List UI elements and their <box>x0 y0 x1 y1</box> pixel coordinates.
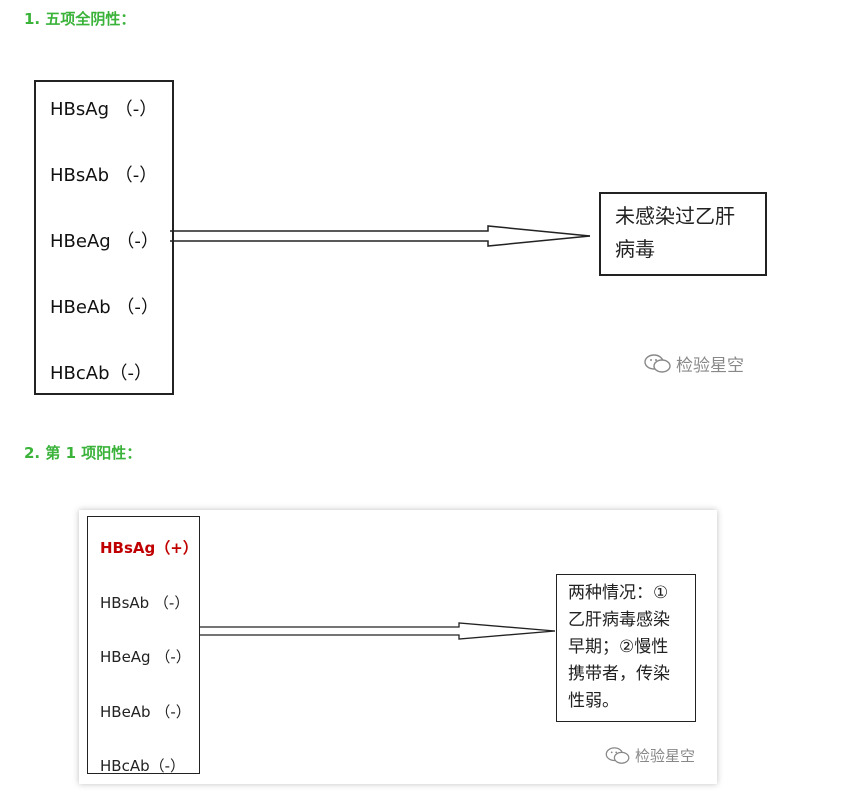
arrow-icon <box>199 622 556 640</box>
marker-hbcab: HBcAb（-） <box>50 363 153 384</box>
wechat-icon <box>605 746 630 764</box>
result-line: 乙肝病毒感染 <box>568 610 670 630</box>
marker-hbsab: HBsAb （-） <box>100 594 190 612</box>
section-1-heading: 1. 五项全阴性： <box>24 10 136 28</box>
marker-hbeab: HBeAb （-） <box>100 703 191 721</box>
wechat-icon <box>644 353 671 373</box>
marker-hbeab: HBeAb （-） <box>50 297 159 318</box>
result-box: 未感染过乙肝 病毒 <box>599 192 767 276</box>
result-line: 早期；②慢性 <box>568 637 669 657</box>
arrow-icon <box>170 225 591 247</box>
marker-hbeag: HBeAg （-） <box>50 231 159 252</box>
watermark: 检验星空 <box>644 351 744 376</box>
result-line: 携带者，传染 <box>568 664 670 684</box>
result-line: 两种情况：① <box>568 583 669 603</box>
section-2-heading: 2. 第 1 项阳性： <box>24 444 142 462</box>
result-line: 未感染过乙肝 <box>615 204 735 228</box>
result-line: 性弱。 <box>568 691 619 711</box>
marker-list-box: HBsAg（+） HBsAb （-） HBeAg （-） HBeAb （-） H… <box>87 516 200 775</box>
result-box: 两种情况：① 乙肝病毒感染 早期；②慢性 携带者，传染 性弱。 <box>556 574 696 722</box>
marker-hbsag-positive: HBsAg（+） <box>100 539 198 557</box>
marker-hbsag: HBsAg （-） <box>50 99 158 120</box>
result-line: 病毒 <box>615 237 655 261</box>
marker-list-box: HBsAg （-） HBsAb （-） HBeAg （-） HBeAb （-） … <box>34 80 174 395</box>
watermark: 检验星空 <box>605 745 695 766</box>
watermark-text: 检验星空 <box>635 747 696 765</box>
watermark-text: 检验星空 <box>676 356 744 376</box>
marker-hbeag: HBeAg （-） <box>100 648 191 666</box>
marker-hbsab: HBsAb （-） <box>50 165 158 186</box>
diagram-card: HBsAg（+） HBsAb （-） HBeAg （-） HBeAb （-） H… <box>79 510 717 784</box>
marker-hbcab: HBcAb（-） <box>100 757 186 775</box>
